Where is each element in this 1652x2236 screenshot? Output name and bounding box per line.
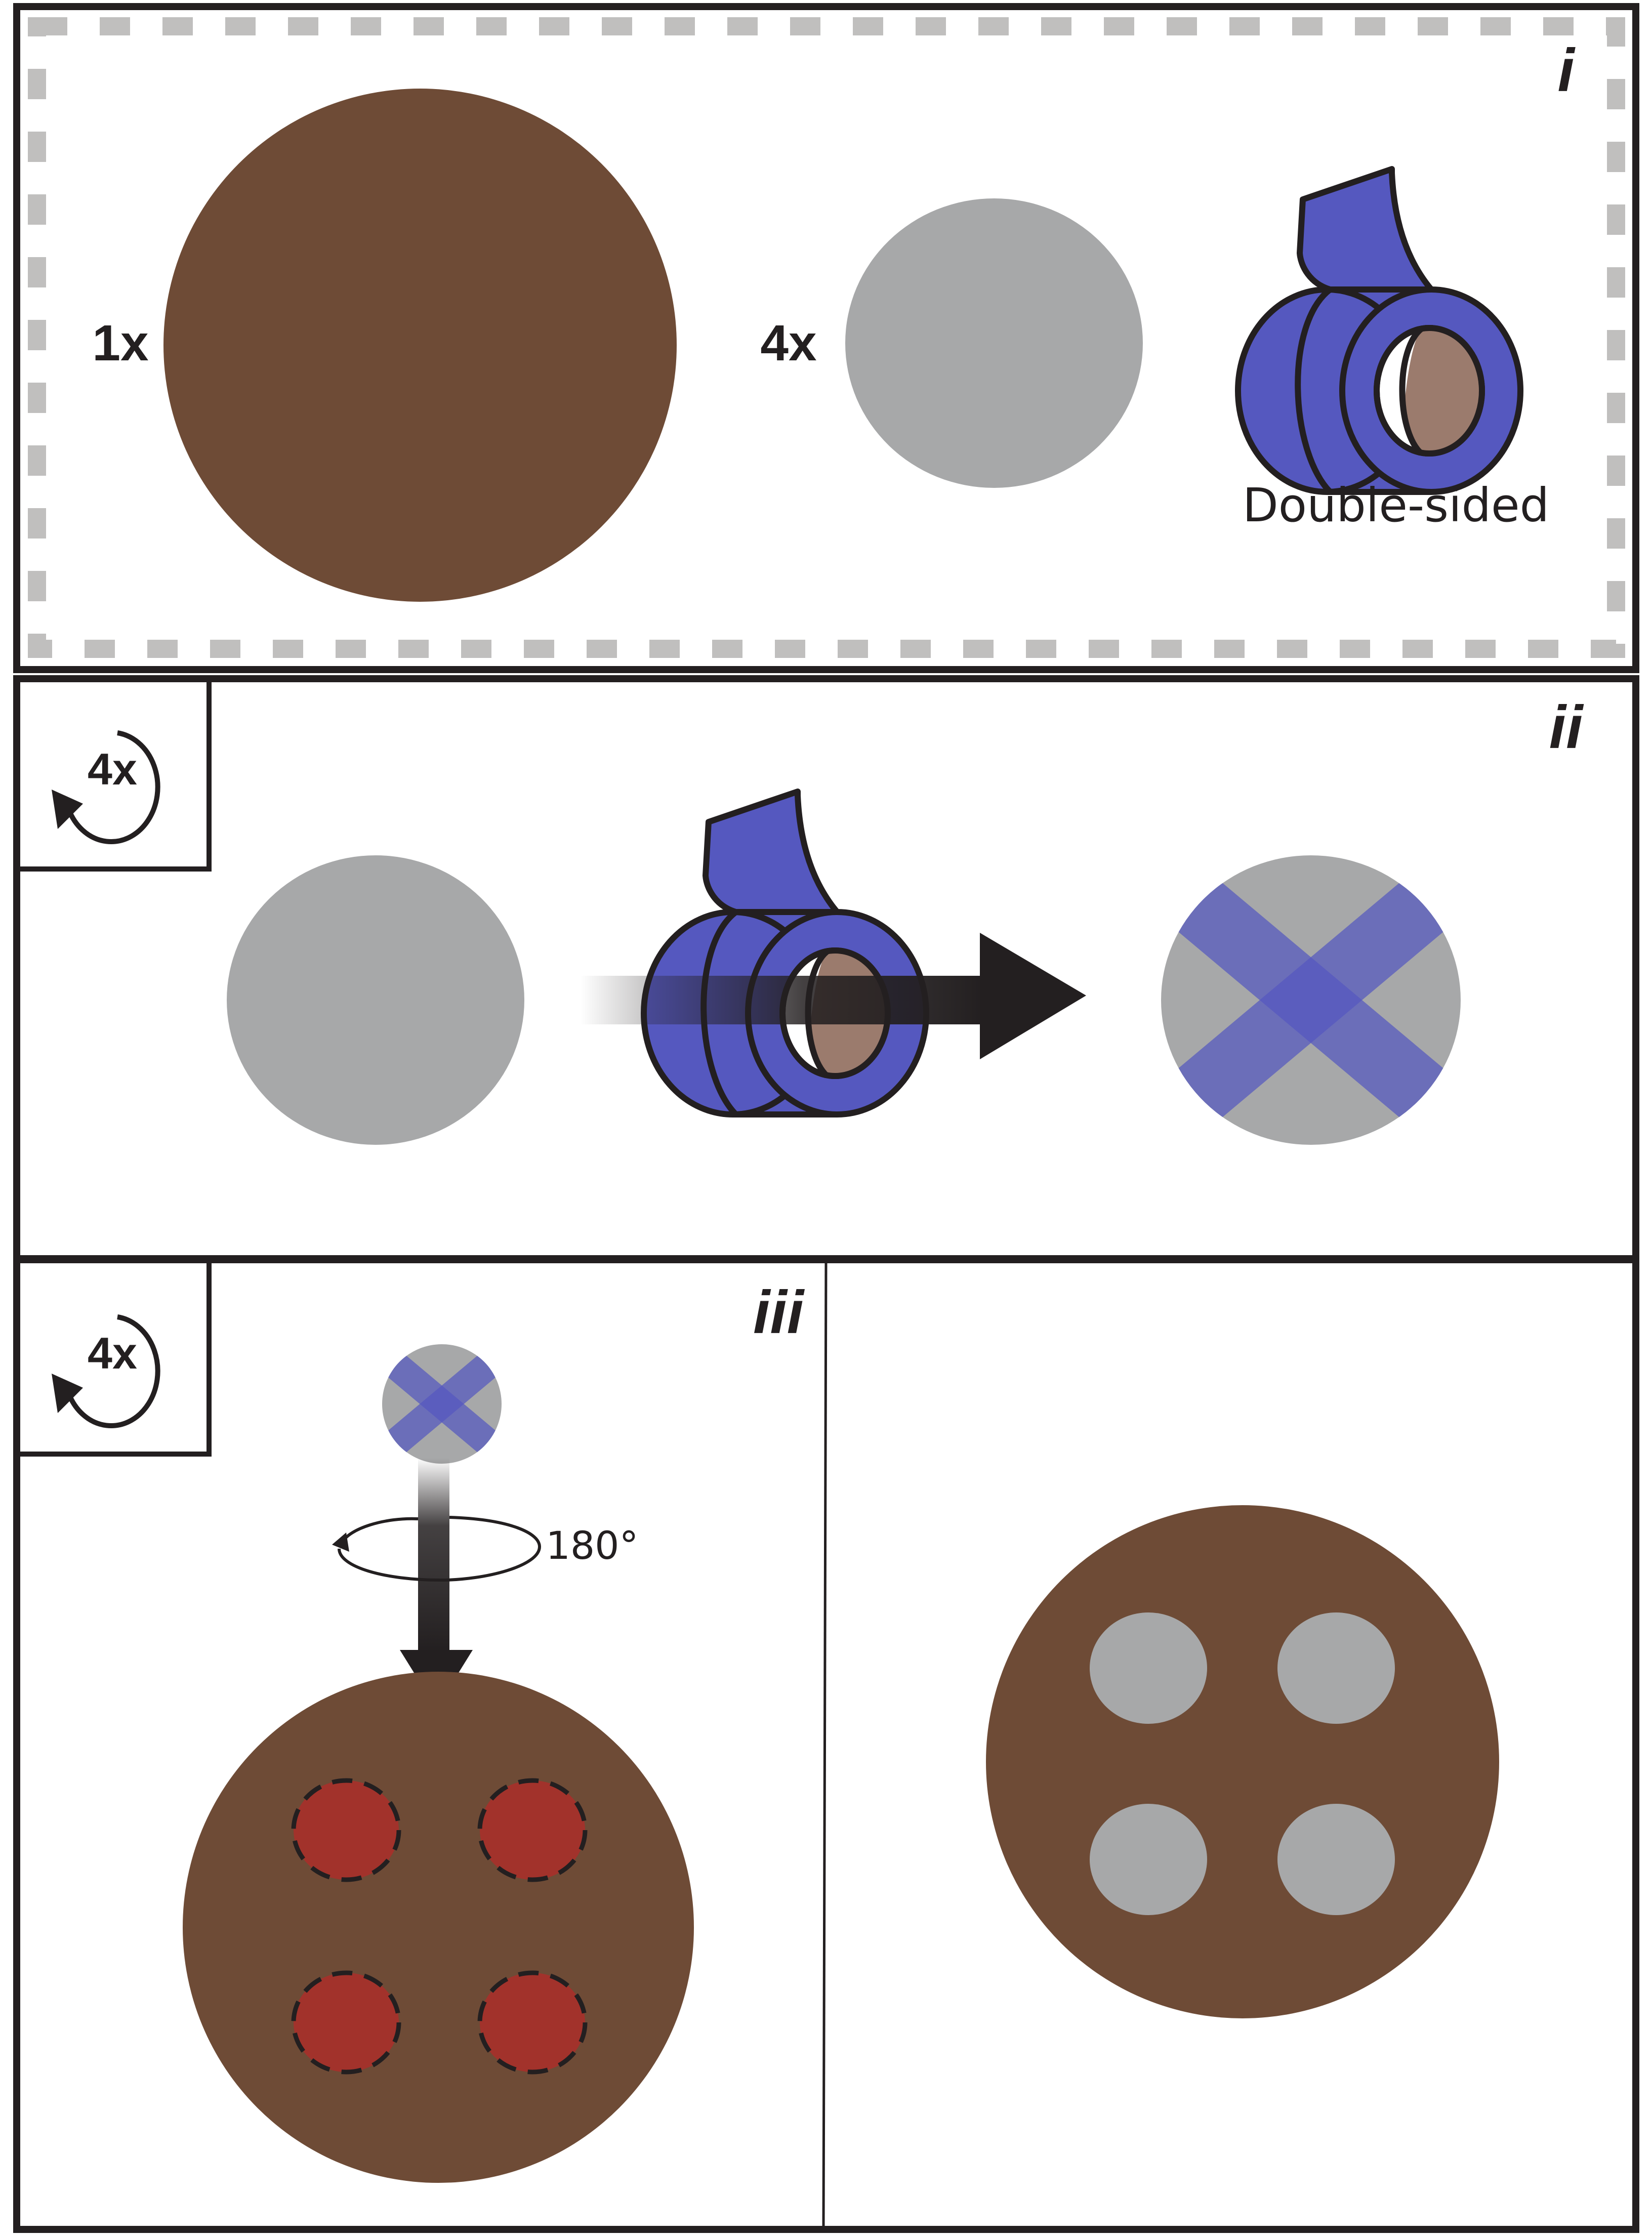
target-spots — [291, 1778, 588, 2075]
placement-arrow-shaft — [418, 1458, 449, 1652]
tape-strip-2 — [1161, 855, 1461, 1145]
grey-disc-before — [227, 855, 524, 1145]
large-disc-count: 1x — [92, 315, 148, 371]
brown-disc-target — [183, 1672, 694, 2183]
panel-ii-label: ii — [1549, 693, 1584, 761]
brown-disc-result — [986, 1505, 1499, 2018]
small-taped-disc — [382, 1344, 502, 1464]
tape-label: Double-sided — [1243, 478, 1549, 532]
taped-grey-disc — [1161, 855, 1461, 1145]
repeat-count-iii: 4x — [88, 1328, 137, 1378]
small-grey-disc — [845, 198, 1143, 488]
grey-disc-attached — [1090, 1612, 1207, 1724]
panel-iii: 4x iii 180° — [13, 1256, 1639, 2233]
repeat-badge-box-ii — [17, 676, 212, 872]
repeat-count-ii: 4x — [88, 744, 137, 794]
grey-disc-attached — [1090, 1804, 1207, 1915]
panel-iii-label: iii — [753, 1278, 805, 1346]
panel-iii-divider — [822, 1259, 828, 2230]
panel-i-label: i — [1557, 36, 1576, 104]
red-spot — [291, 1970, 401, 2075]
rotate-arrow-icon — [332, 1516, 542, 1582]
panel-i: i 1x 4x Double-sided — [13, 3, 1639, 673]
red-spot — [291, 1778, 401, 1882]
attached-grey-discs — [1090, 1612, 1395, 1915]
materials-dashed-border — [28, 17, 1625, 658]
panel-ii: 4x ii — [13, 675, 1639, 1262]
repeat-badge-box-iii — [17, 1257, 212, 1457]
rotation-angle-label: 180° — [546, 1523, 638, 1568]
red-spot — [477, 1970, 588, 2075]
red-spot — [477, 1778, 588, 1882]
small-disc-count: 4x — [760, 315, 816, 371]
apply-arrow-shaft — [580, 976, 985, 1024]
large-brown-disc — [163, 89, 677, 602]
grey-disc-attached — [1277, 1612, 1395, 1724]
grey-disc-attached — [1277, 1804, 1395, 1915]
apply-arrow-head — [980, 933, 1086, 1059]
